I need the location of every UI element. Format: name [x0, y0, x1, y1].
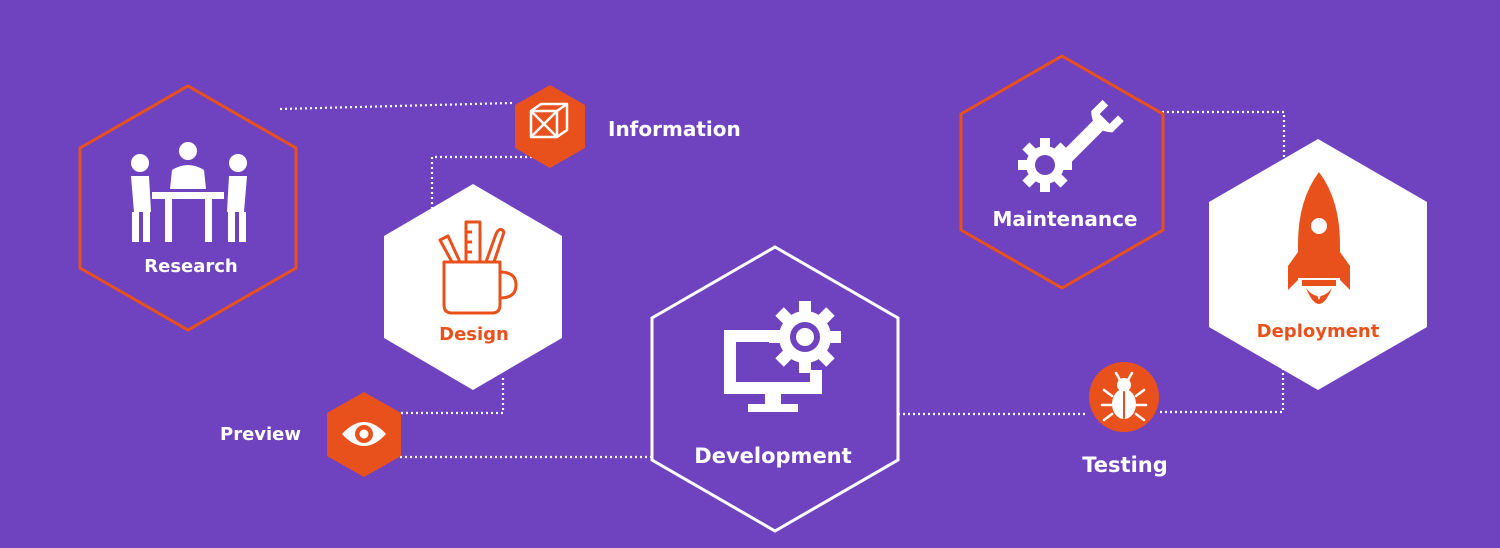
preview-label: Preview	[220, 424, 301, 445]
badge-testing: Testing	[1082, 362, 1168, 477]
rocket-icon	[1288, 172, 1350, 304]
connector-testing-deployment	[1160, 368, 1285, 414]
development-hexagon	[650, 245, 900, 533]
development-label: Development	[694, 444, 851, 468]
connector-maintenance-deployment	[1162, 110, 1286, 160]
connector-information-design	[430, 155, 542, 208]
monitor-gear-icon	[724, 301, 841, 412]
information-label: Information	[608, 117, 741, 141]
cube-icon	[529, 102, 569, 139]
node-deployment: Deployment	[1209, 139, 1427, 390]
connectors	[279, 101, 1286, 459]
deployment-label: Deployment	[1257, 321, 1380, 342]
design-label: Design	[439, 324, 509, 345]
connector-design-preview	[398, 378, 505, 415]
eye-icon	[342, 422, 386, 446]
connector-research-information	[279, 101, 513, 111]
maintenance-hexagon	[959, 54, 1165, 290]
node-development: Development	[650, 245, 900, 533]
badge-information: Information	[515, 85, 741, 168]
design-hexagon	[384, 184, 562, 390]
badge-preview: Preview	[220, 392, 401, 477]
wrench-gear-icon	[1018, 99, 1124, 192]
node-maintenance: Maintenance	[959, 54, 1165, 290]
research-label: Research	[144, 256, 238, 277]
maintenance-label: Maintenance	[992, 207, 1137, 231]
design-tools-mug-icon	[438, 220, 518, 315]
node-design: Design	[384, 184, 562, 390]
bug-icon	[1100, 371, 1148, 422]
testing-label: Testing	[1082, 453, 1168, 477]
team-meeting-icon	[131, 142, 247, 242]
node-research: Research	[78, 84, 298, 332]
research-hexagon	[78, 84, 298, 332]
information-hexagon	[515, 85, 585, 168]
